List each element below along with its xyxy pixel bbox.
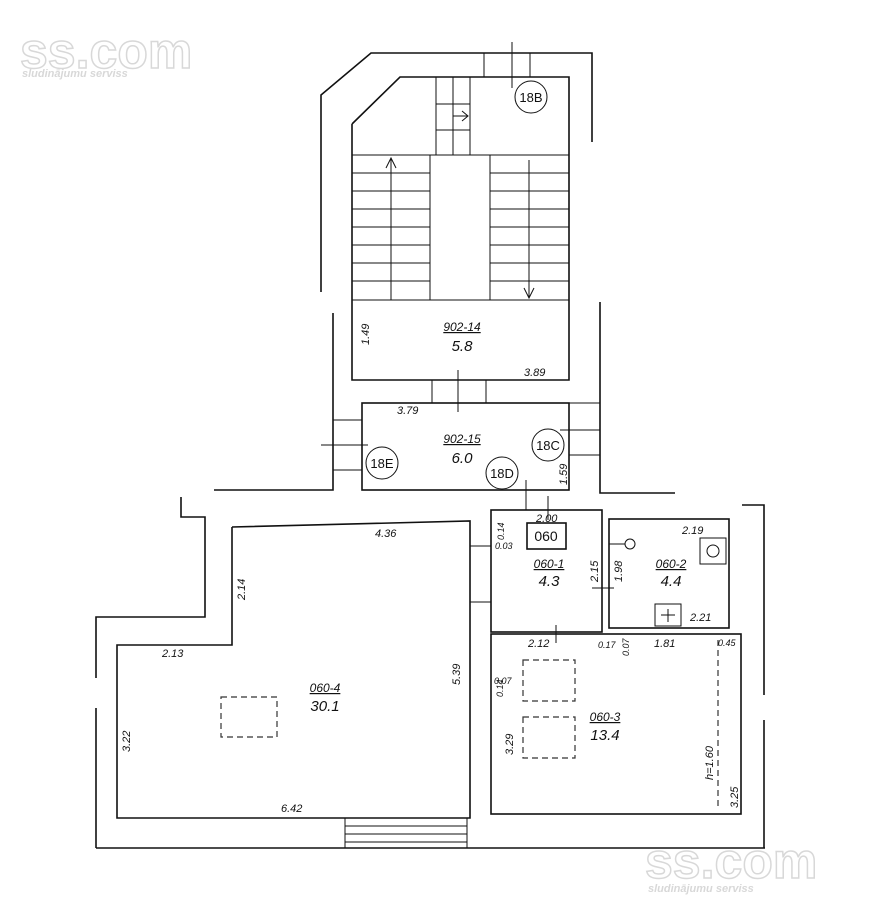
- room-id: 060-3: [590, 710, 621, 724]
- marker-label: 18E: [370, 456, 393, 471]
- building-walls: [95, 302, 765, 849]
- dimension: 0.14: [496, 522, 506, 540]
- room-label-902-15: 902-15 6.0: [443, 432, 481, 467]
- dimension: 3.25: [729, 786, 741, 808]
- marker-18C: 18C: [531, 428, 565, 462]
- room-060-3: [490, 625, 742, 815]
- dimension: 1.98: [613, 560, 625, 582]
- watermark-logo: ss.com: [20, 23, 192, 79]
- room-id: 060-1: [534, 557, 565, 571]
- apartment-label: 060: [534, 528, 558, 544]
- room-id: 902-14: [443, 320, 481, 334]
- dimension: 0.45: [718, 638, 737, 648]
- marker-18E: 18E: [365, 446, 399, 480]
- dimension: 1.81: [654, 638, 675, 650]
- marker-label: 18B: [519, 90, 542, 105]
- marker-label: 18D: [490, 466, 514, 481]
- dimension: 2.21: [689, 612, 711, 624]
- dimension: 2.12: [527, 638, 549, 650]
- watermark-bottom-right: ss.com sludinājumu serviss: [644, 832, 818, 895]
- room-id: 902-15: [443, 432, 481, 446]
- room-label-060-3: 060-3 13.4: [590, 710, 621, 744]
- dimension: 1.49: [360, 324, 372, 345]
- dimension: 3.79: [397, 405, 418, 417]
- room-060-4: [116, 520, 471, 848]
- dimension: h=1.60: [704, 745, 716, 780]
- room-area: 4.4: [661, 573, 682, 590]
- dimension: 0.03: [495, 541, 513, 551]
- room-060-1: [470, 480, 614, 633]
- room-id: 060-2: [656, 557, 687, 571]
- dimension: 2.15: [589, 560, 601, 583]
- marker-label: 18C: [536, 438, 560, 453]
- room-area: 4.3: [539, 573, 561, 590]
- watermark-logo: ss.com: [645, 833, 817, 889]
- dimension: 3.29: [504, 734, 516, 755]
- room-label-060-4: 060-4 30.1: [310, 681, 341, 715]
- dimension: 0.07: [494, 676, 513, 686]
- watermark-tagline: sludinājumu serviss: [22, 68, 128, 80]
- dimension: 3.89: [524, 367, 545, 379]
- dimension: 0.14: [495, 679, 505, 697]
- dimension: 2.00: [535, 513, 558, 525]
- room-label-060-2: 060-2 4.4: [656, 557, 687, 590]
- room-area: 5.8: [452, 338, 474, 355]
- dimension: 2.13: [161, 648, 184, 660]
- watermark-top-left: ss.com sludinājumu serviss: [19, 22, 193, 80]
- dimension: 5.39: [451, 664, 463, 685]
- marker-18B: 18B: [514, 80, 548, 114]
- room-id: 060-4: [310, 681, 341, 695]
- room-060-2: [608, 518, 730, 629]
- dimension: 6.42: [281, 803, 302, 815]
- room-area: 13.4: [590, 727, 619, 744]
- dimension: 0.07: [621, 637, 631, 656]
- dimension: 1.59: [558, 464, 570, 485]
- dimension: 2.19: [681, 525, 703, 537]
- marker-18D: 18D: [485, 456, 519, 490]
- dimension: 4.36: [375, 528, 397, 540]
- watermark-tagline: sludinājumu serviss: [648, 883, 754, 895]
- room-area: 6.0: [452, 450, 474, 467]
- room-area: 30.1: [310, 698, 339, 715]
- dimension: 3.22: [121, 731, 133, 752]
- dimension: 2.14: [236, 579, 248, 601]
- dimension: 0.17: [598, 640, 617, 650]
- stairwell: [320, 42, 593, 381]
- room-label-902-14: 902-14 5.8: [443, 320, 481, 355]
- room-label-060-1: 060-1 4.3: [534, 557, 565, 590]
- corridor-902-15: [361, 402, 570, 491]
- dimension-labels: 1.49 3.89 3.79 1.59 4.36 2.14 2.13 5.39 …: [121, 324, 741, 815]
